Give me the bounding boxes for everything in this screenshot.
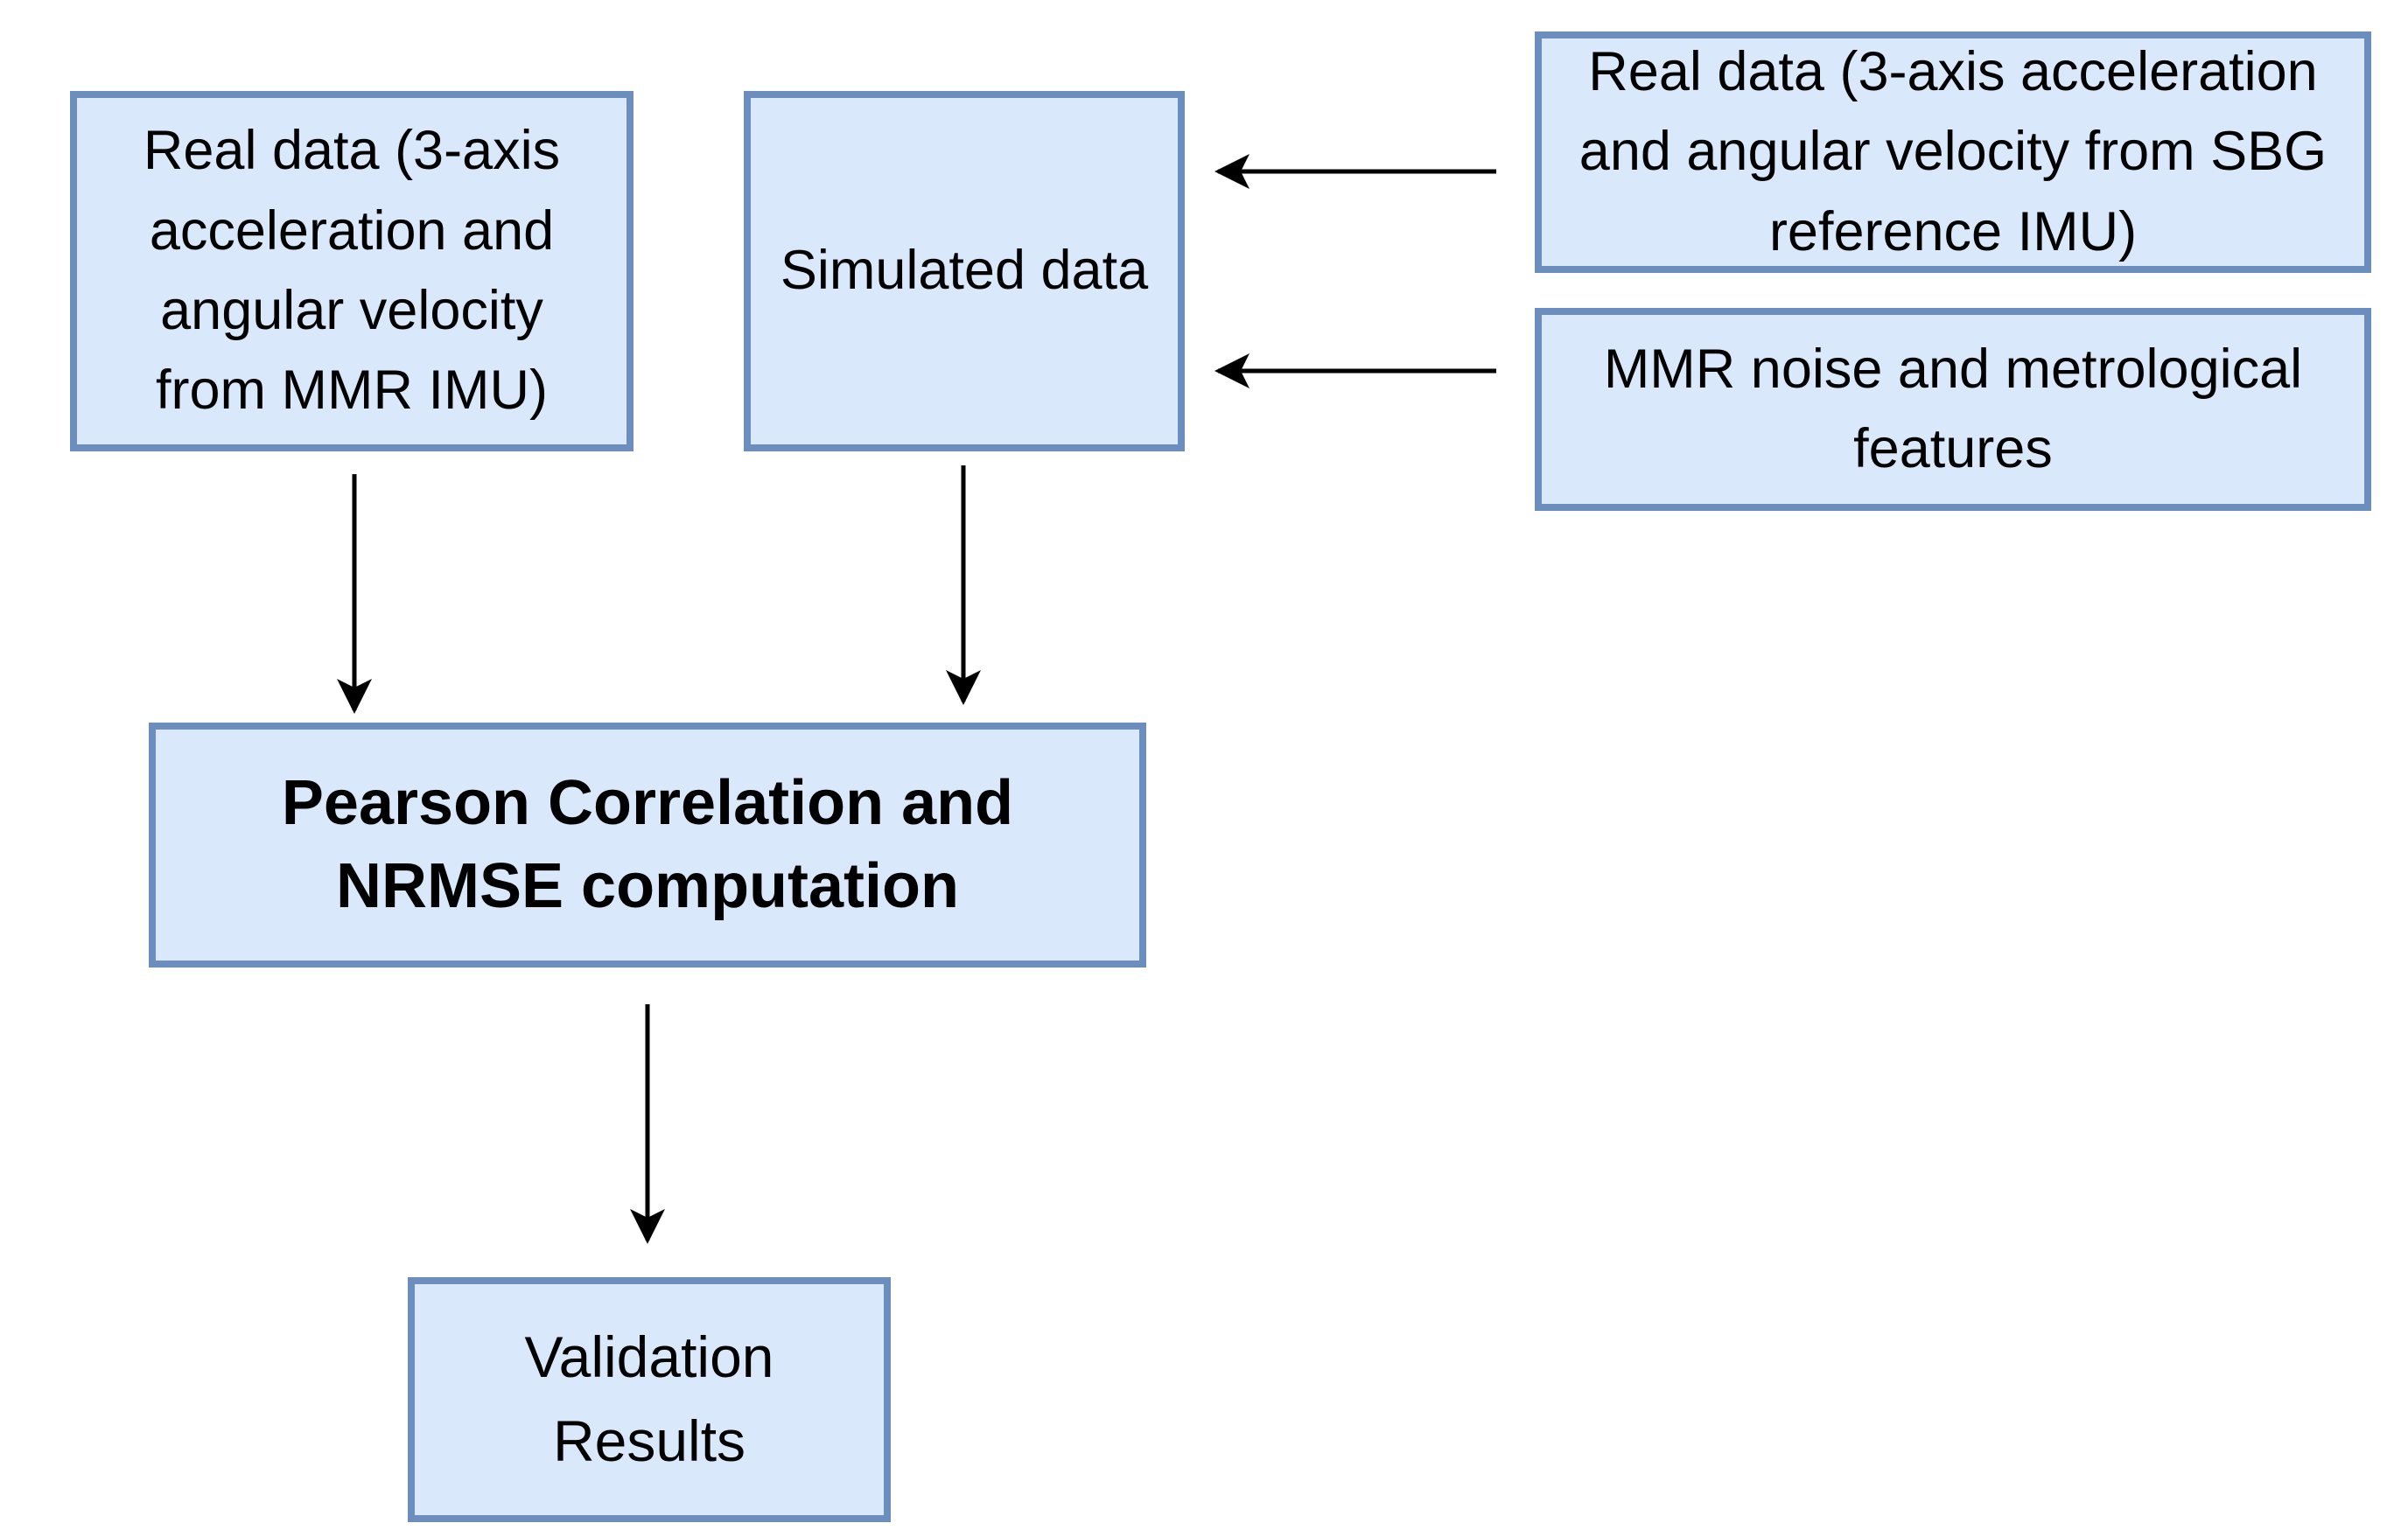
pearson-correlation-label: Pearson Correlation and NRMSE computatio… [281,767,1014,921]
real-data-sbg-box: Real data (3-axis acceleration and angul… [1535,31,2371,273]
real-data-sbg-label: Real data (3-axis acceleration and angul… [1578,40,2328,262]
simulated-data-box: Simulated data [744,91,1185,451]
validation-results-label: Validation Results [524,1324,774,1473]
mmr-noise-box: MMR noise and metrological features [1535,308,2371,511]
pearson-correlation-box: Pearson Correlation and NRMSE computatio… [149,723,1146,968]
validation-results-box: Validation Results [408,1277,891,1522]
real-data-mmr-box: Real data (3-axis acceleration and angul… [70,91,634,451]
simulated-data-label: Simulated data [780,240,1149,302]
mmr-noise-label: MMR noise and metrological features [1603,338,2303,479]
real-data-mmr-label: Real data (3-axis acceleration and angul… [143,120,561,422]
